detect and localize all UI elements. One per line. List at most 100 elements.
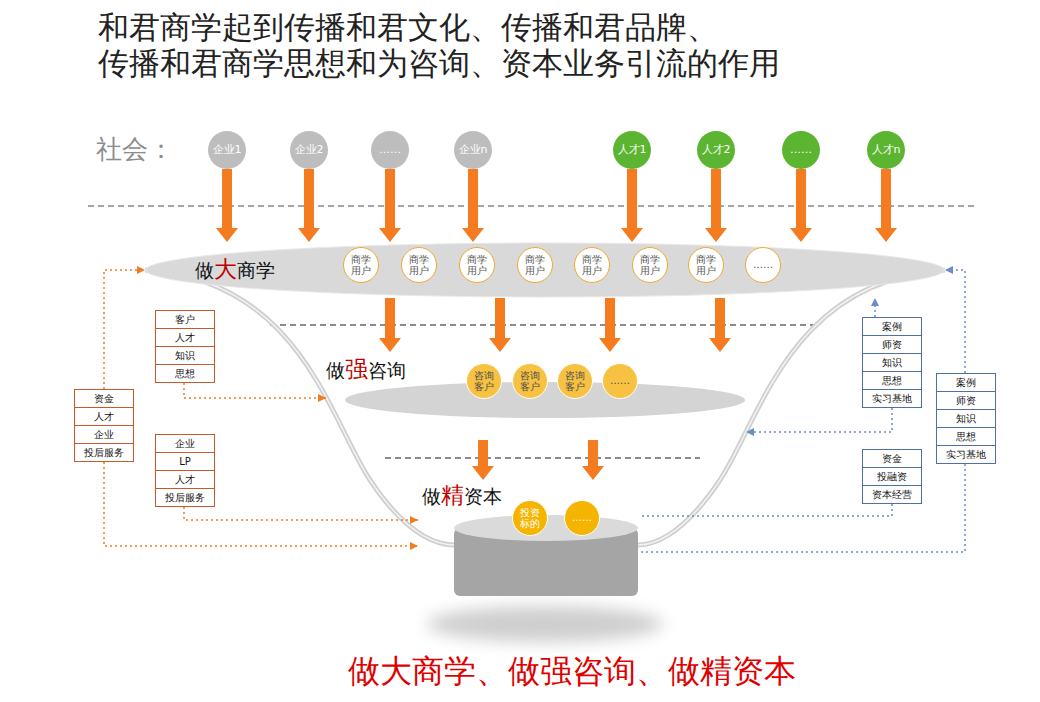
flow-arrow xyxy=(796,169,806,228)
node-text: 投融资 xyxy=(877,470,907,484)
flow-arrow xyxy=(478,440,488,466)
node-text: 咨询客户 xyxy=(563,370,587,393)
resource-cell: 师资 xyxy=(862,335,922,354)
resource-cell: 思想 xyxy=(155,364,215,383)
resource-cell: 客户 xyxy=(155,310,215,329)
society-circle: …… xyxy=(782,131,820,169)
resource-cell: 知识 xyxy=(936,409,996,428)
node-text: …… xyxy=(570,512,594,524)
node-text: 思想 xyxy=(956,430,976,444)
layer-heading: 做精资本 xyxy=(422,482,502,510)
support-connector xyxy=(184,507,418,520)
support-connector xyxy=(945,270,965,373)
caption-text: 做大商学、做强咨询、做精资本 xyxy=(322,650,822,694)
resource-cell: 企业 xyxy=(155,434,215,453)
user-circle: 商学用户 xyxy=(517,247,553,283)
node-text: …… xyxy=(786,144,816,157)
row-label: 社会： xyxy=(96,132,174,167)
target-circle: …… xyxy=(564,500,600,536)
support-connector xyxy=(104,270,145,389)
resource-cell: 投后服务 xyxy=(74,443,134,462)
layer-ellipse xyxy=(146,243,944,297)
shadow xyxy=(427,606,663,642)
node-text: 人才1 xyxy=(617,144,647,157)
resource-cell: 知识 xyxy=(155,346,215,365)
resource-cell: 实习基地 xyxy=(862,389,922,408)
divider-line xyxy=(88,205,978,207)
client-circle: 咨询客户 xyxy=(557,363,593,399)
flow-arrow xyxy=(715,298,725,338)
node-text: 商学用户 xyxy=(523,254,547,277)
node-text: 师资 xyxy=(882,338,902,352)
node-text: 咨询客户 xyxy=(518,370,542,393)
target-circle: 投资标的 xyxy=(512,500,548,536)
node-text: 商学用户 xyxy=(580,254,604,277)
flow-arrow xyxy=(605,298,615,338)
node-text: 实习基地 xyxy=(872,392,912,406)
node-text: 案例 xyxy=(882,320,902,334)
node-text: 案例 xyxy=(956,376,976,390)
society-circle: 人才n xyxy=(867,131,905,169)
resource-cell: 人才 xyxy=(155,470,215,489)
node-text: 人才2 xyxy=(701,144,731,157)
flow-arrow xyxy=(881,169,891,228)
node-text: 知识 xyxy=(882,356,902,370)
resource-cell: 资本经营 xyxy=(862,485,922,504)
flow-arrow xyxy=(495,298,505,338)
client-circle: 咨询客户 xyxy=(466,363,502,399)
node-text: 商学用户 xyxy=(407,254,431,277)
node-text: 投后服务 xyxy=(165,491,205,505)
node-text: 实习基地 xyxy=(946,448,986,462)
node-text: 人才 xyxy=(175,473,195,487)
user-circle: 商学用户 xyxy=(688,247,724,283)
divider-line xyxy=(270,324,820,326)
support-connector xyxy=(874,298,876,317)
node-text: 企业 xyxy=(94,428,114,442)
node-text: 人才 xyxy=(175,331,195,345)
node-text: 商学用户 xyxy=(465,254,489,277)
funnel-layer: 做大商学商学用户商学用户商学用户商学用户商学用户商学用户商学用户…… xyxy=(145,242,945,298)
node-text: 商学用户 xyxy=(638,254,662,277)
node-text: 人才n xyxy=(871,144,901,157)
divider-line xyxy=(385,457,700,459)
support-connector xyxy=(104,462,418,546)
resource-cell: 企业 xyxy=(74,425,134,444)
flow-arrow xyxy=(222,169,232,228)
society-circle: 企业1 xyxy=(208,131,246,169)
client-circle: …… xyxy=(602,363,638,399)
user-circle: …… xyxy=(745,247,781,283)
support-connector xyxy=(184,383,326,398)
resource-cell: 思想 xyxy=(936,427,996,446)
support-connector xyxy=(746,408,892,432)
node-text: 企业n xyxy=(458,144,488,157)
society-circle: 人才1 xyxy=(613,131,651,169)
node-text: 知识 xyxy=(956,412,976,426)
resource-cell: 师资 xyxy=(936,391,996,410)
resource-cell: 实习基地 xyxy=(936,445,996,464)
node-text: 资本经营 xyxy=(872,488,912,502)
node-text: 人才 xyxy=(94,410,114,424)
resource-cell: 投融资 xyxy=(862,467,922,486)
flow-arrow xyxy=(385,298,395,338)
node-text: …… xyxy=(608,375,632,387)
resource-cell: 知识 xyxy=(862,353,922,372)
society-circle: 人才2 xyxy=(697,131,735,169)
flow-arrow xyxy=(627,169,637,228)
funnel-layer: 做强咨询咨询客户咨询客户咨询客户…… xyxy=(326,352,746,440)
resource-cell: 思想 xyxy=(862,371,922,390)
node-text: 企业1 xyxy=(212,144,242,157)
user-circle: 商学用户 xyxy=(343,247,379,283)
user-circle: 商学用户 xyxy=(574,247,610,283)
user-circle: 商学用户 xyxy=(632,247,668,283)
resource-cell: 投后服务 xyxy=(155,488,215,507)
resource-cell: 案例 xyxy=(936,373,996,392)
node-text: 师资 xyxy=(956,394,976,408)
node-text: …… xyxy=(375,144,405,157)
user-circle: 商学用户 xyxy=(459,247,495,283)
layer-heading: 做强咨询 xyxy=(326,356,406,384)
resource-cell: 人才 xyxy=(74,407,134,426)
node-text: LP xyxy=(179,456,191,467)
node-text: 咨询客户 xyxy=(472,370,496,393)
title-text: 和君商学起到传播和君文化、传播和君品牌、 传播和君商学思想和为咨询、资本业务引流… xyxy=(98,10,818,81)
support-connector xyxy=(640,464,965,552)
